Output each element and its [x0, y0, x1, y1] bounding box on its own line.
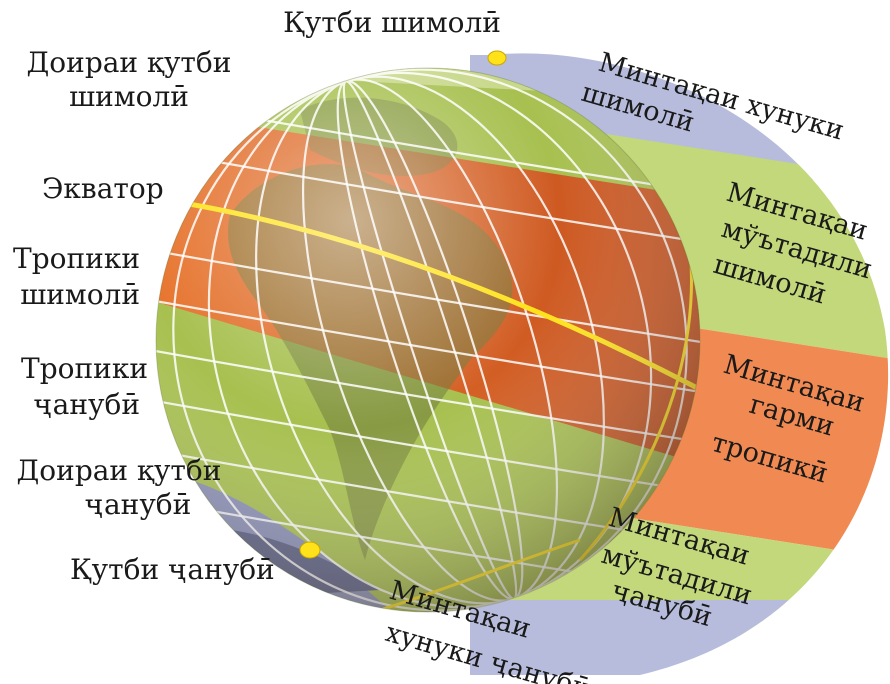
south-pole-label: Қутби ҷанубӣ: [70, 553, 275, 586]
arctic-circle-label-line2: шимолӣ: [69, 80, 189, 113]
antarctic-circle-label-line2: ҷанубӣ: [84, 488, 192, 521]
tropic-south-label-line2: ҷанубӣ: [33, 388, 140, 421]
tropic-south-label-line1: Тропики: [21, 352, 148, 385]
arctic-circle-label-line1: Доираи қутби: [26, 46, 232, 79]
tropic-north-label-line1: Тропики: [13, 242, 140, 275]
north-pole-label: Қутби шимолӣ: [283, 6, 501, 39]
equator-label: Экватор: [42, 172, 164, 205]
north-pole-marker: [487, 50, 507, 66]
tropic-north-label-line2: шимолӣ: [20, 278, 140, 311]
antarctic-circle-label-line1: Доираи қутби: [16, 454, 222, 487]
south-pole-marker: [299, 541, 321, 559]
